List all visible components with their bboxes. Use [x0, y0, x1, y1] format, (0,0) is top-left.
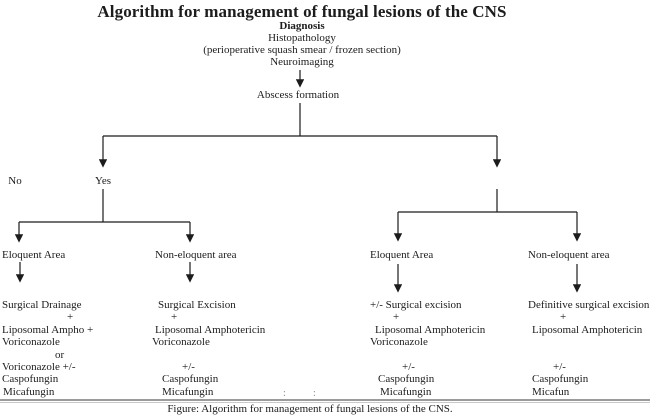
- treatment-line: Micafungin: [380, 385, 432, 398]
- treatment-line: [152, 349, 265, 361]
- yes-eloquent-area-label: Eloquent Area: [2, 249, 66, 261]
- treatment-line: Liposomal Amphotericin: [375, 323, 486, 336]
- treatment-line: +/-: [402, 361, 415, 374]
- no-non-eloquent-area-label: Non-eloquent area: [528, 249, 610, 261]
- treatment-line: +: [560, 311, 567, 324]
- treatment-line: Liposomal Ampho +: [2, 323, 94, 336]
- treatment-column-yes-non-eloquent: Surgical Excision + Liposomal Amphoteric…: [152, 299, 265, 398]
- branch-yes-label: Yes: [94, 175, 111, 187]
- treatment-line: Voriconazole: [2, 336, 60, 349]
- treatment-line: Caspofungin: [162, 373, 219, 386]
- treatment-line: or: [55, 348, 65, 361]
- treatment-line: Micafungin: [3, 385, 55, 398]
- treatment-line: +/-: [182, 361, 195, 374]
- treatment-line: +/- Surgical excision: [370, 299, 462, 311]
- figure-caption: Figure: Algorithm for management of fung…: [167, 403, 453, 415]
- neuroimaging-label: Neuroimaging: [270, 56, 334, 68]
- treatment-line: +: [393, 311, 400, 324]
- frozen-section-label: (perioperative squash smear / frozen sec…: [203, 44, 401, 56]
- treatment-line: Micafun: [532, 385, 570, 398]
- treatment-line: [370, 349, 485, 361]
- page-title: Algorithm for management of fungal lesio…: [97, 2, 507, 21]
- treatment-line: Voriconazole: [370, 336, 428, 349]
- treatment-line: Caspofungin: [2, 373, 59, 386]
- treatment-line: Voriconazole: [152, 336, 210, 349]
- treatment-line: [528, 336, 649, 348]
- treatment-line: Caspofungin: [378, 373, 435, 386]
- treatment-line: Voriconazole +/-: [2, 361, 76, 374]
- diagnosis-label: Diagnosis: [279, 20, 325, 32]
- yes-non-eloquent-area-label: Non-eloquent area: [155, 249, 237, 261]
- treatment-line: Micafungin: [162, 385, 214, 398]
- treatment-column-no-non-eloquent: Definitive surgical excision + Liposomal…: [528, 299, 649, 398]
- abscess-formation-node: Abscess formation: [256, 89, 340, 101]
- treatment-column-yes-eloquent: Surgical Drainage + Liposomal Ampho + Vo…: [2, 299, 93, 398]
- treatment-line: +: [67, 311, 74, 324]
- treatment-line: Liposomal Amphotericin: [532, 323, 643, 336]
- branch-no-label: No: [8, 175, 22, 187]
- histopathology-label: Histopathology: [268, 32, 336, 44]
- treatment-line: Surgical Drainage: [2, 299, 82, 311]
- treatment-line: Liposomal Amphotericin: [155, 323, 266, 336]
- treatment-line: +: [171, 311, 178, 324]
- treatment-line: Definitive surgical excision: [528, 299, 650, 311]
- treatment-line: Surgical Excision: [158, 299, 236, 311]
- no-eloquent-area-label: Eloquent Area: [370, 249, 434, 261]
- treatment-line: [528, 349, 649, 361]
- treatment-line: +/-: [553, 361, 566, 373]
- scan-artifact-colon: :: [283, 388, 286, 399]
- scan-artifact-colon: :: [313, 388, 316, 399]
- treatment-line: Caspofungin: [532, 373, 589, 386]
- treatment-column-no-eloquent: +/- Surgical excision + Liposomal Amphot…: [370, 299, 485, 398]
